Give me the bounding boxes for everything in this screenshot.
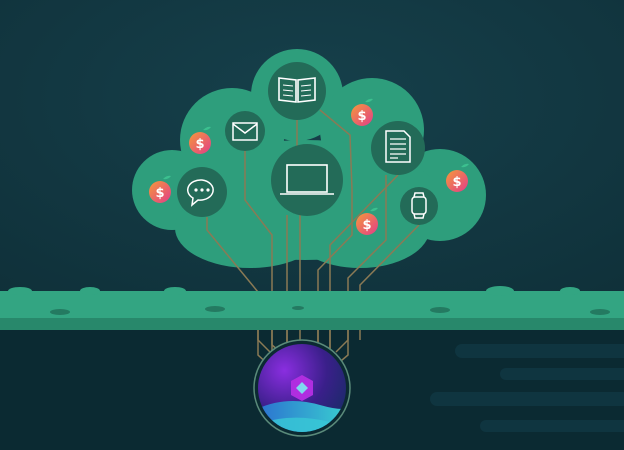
smartwatch-icon	[411, 192, 427, 219]
mail-icon	[232, 122, 258, 141]
icon-smartwatch	[400, 187, 438, 225]
icon-chat	[177, 167, 227, 217]
coins: $ $ $ $ $	[149, 98, 469, 235]
document-icon	[385, 130, 411, 163]
dollar-icon: $	[362, 218, 371, 233]
dollar-icon: $	[195, 137, 204, 152]
coin: $	[351, 98, 373, 126]
icon-book	[268, 62, 326, 120]
coin: $	[446, 163, 469, 192]
dollar-icon: $	[155, 186, 164, 201]
coin: $	[189, 126, 211, 154]
underground-streaks	[430, 344, 624, 432]
ground	[0, 286, 624, 330]
icon-mail	[225, 111, 265, 151]
chat-icon	[186, 179, 214, 207]
coin: $	[149, 175, 171, 203]
laptop-icon	[280, 164, 334, 195]
data-core-orb	[253, 339, 351, 437]
icon-document	[371, 121, 425, 175]
dollar-icon: $	[452, 175, 461, 190]
dollar-icon: $	[357, 109, 366, 124]
book-icon	[278, 77, 316, 103]
coin: $	[356, 207, 378, 235]
icon-laptop	[271, 144, 343, 216]
